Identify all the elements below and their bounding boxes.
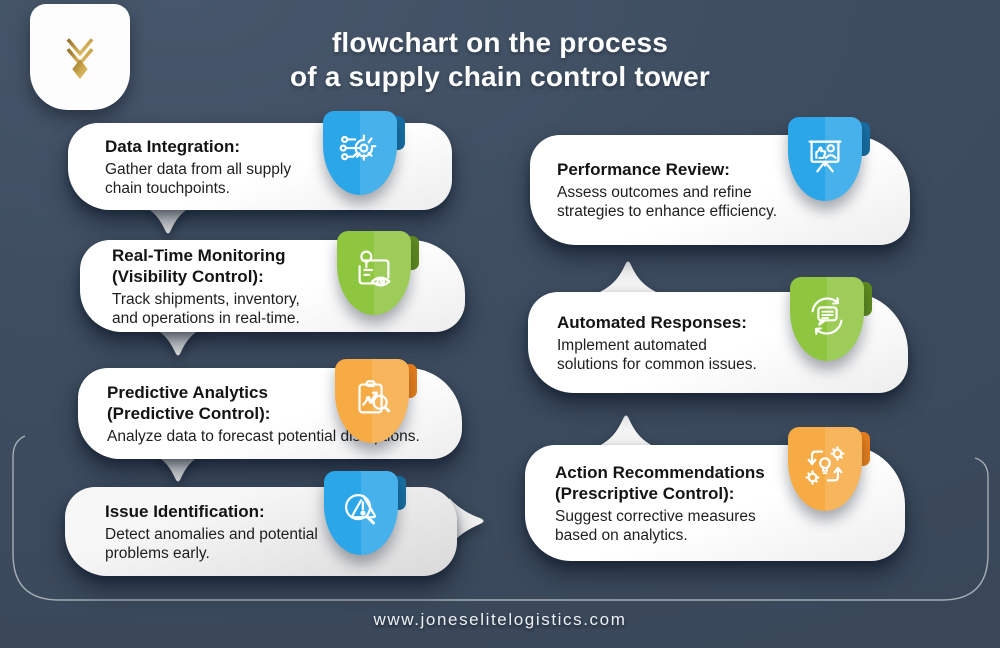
shield-body <box>788 117 862 201</box>
step-description: Detect anomalies and potential problems … <box>105 525 318 562</box>
page-title: flowchart on the process of a supply cha… <box>250 26 750 94</box>
flow-arrow-up-1 <box>600 261 656 292</box>
step-title: Performance Review: <box>557 160 730 179</box>
flow-arrow-down-3 <box>150 452 206 482</box>
step-description: Analyze data to forecast potential disru… <box>107 427 420 445</box>
step-card-real-time-monitoring: Real-Time Monitoring (Visibility Control… <box>80 231 465 332</box>
clipboard-chart-magnifier-icon <box>358 380 391 414</box>
step-description: Assess outcomes and refine strategies to… <box>557 184 778 220</box>
gears-bulb-arrows-icon <box>805 446 845 486</box>
step-card-issue-identification: Issue Identification: Detect anomalies a… <box>65 471 457 576</box>
step-title: Predictive Analytics (Predictive Control… <box>107 382 271 423</box>
shield-badge <box>337 231 419 315</box>
shield-badge <box>788 117 870 201</box>
title-line-1: flowchart on the process <box>331 27 669 58</box>
step-description: Track shipments, inventory, and operatio… <box>112 290 300 327</box>
shield-badge <box>335 359 417 443</box>
shield-body <box>337 231 411 315</box>
gear-circuit-icon <box>339 134 377 162</box>
step-description: Implement automated solutions for common… <box>557 336 757 373</box>
shield-badge <box>324 471 406 555</box>
shield-badge <box>790 277 872 361</box>
map-pin-eye-icon <box>358 250 391 287</box>
step-card-data-integration: Data Integration: Gather data from all s… <box>68 111 452 210</box>
title-line-2: of a supply chain control tower <box>289 61 711 92</box>
step-title: Automated Responses: <box>557 312 747 332</box>
step-card-performance-review: Performance Review: Assess outcomes and … <box>530 117 910 245</box>
website-url: www.joneselitelogistics.com <box>373 610 627 629</box>
step-card-action-recommendations: Action Recommendations (Prescriptive Con… <box>525 427 905 561</box>
step-title: Real-Time Monitoring (Visibility Control… <box>112 245 286 286</box>
shield-badge <box>323 111 405 195</box>
flow-arrow-down-2 <box>150 326 206 356</box>
magnifier-warning-icon <box>345 494 376 525</box>
chat-refresh-icon <box>811 297 843 336</box>
flow-arrow-right <box>449 498 484 546</box>
flow-arrow-down-1 <box>140 204 196 234</box>
step-title: Data Integration: <box>105 136 241 156</box>
step-card-automated-responses: Automated Responses: Implement automated… <box>528 277 908 393</box>
gold-lion-crest-icon <box>55 19 105 96</box>
presentation-review-icon <box>808 140 842 173</box>
step-description: Suggest corrective measures based on ana… <box>555 507 756 544</box>
step-description: Gather data from all supply chain touchp… <box>105 160 292 197</box>
step-title: Action Recommendations (Prescriptive Con… <box>555 462 765 503</box>
step-title: Issue Identification: <box>105 501 265 521</box>
step-card-predictive-analytics: Predictive Analytics (Predictive Control… <box>78 359 462 459</box>
brand-logo <box>30 4 130 110</box>
shield-badge <box>788 427 870 511</box>
flow-arrow-up-2 <box>597 415 655 447</box>
shield-body <box>335 359 409 443</box>
